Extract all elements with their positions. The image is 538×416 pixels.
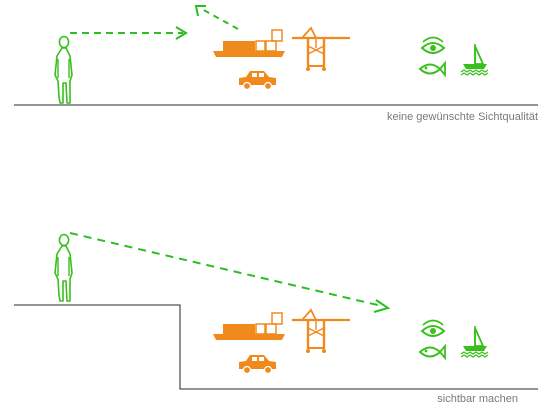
sightline-bottom bbox=[69, 232, 391, 313]
container-ship-icon bbox=[212, 29, 286, 58]
sailboat-icon bbox=[460, 43, 489, 76]
eye-icon bbox=[421, 36, 445, 54]
harbor-crane-icon bbox=[290, 308, 352, 355]
scenario-top bbox=[14, 5, 538, 106]
sailboat-icon bbox=[460, 325, 489, 358]
fish-icon bbox=[419, 62, 446, 76]
fish-icon bbox=[419, 345, 446, 359]
caption-top: keine gewünschte Sichtqualität bbox=[386, 111, 538, 123]
car-icon bbox=[238, 70, 277, 91]
car-icon bbox=[238, 354, 277, 375]
person-icon bbox=[54, 233, 73, 302]
sightline-top bbox=[70, 5, 239, 40]
harbor-crane-icon bbox=[290, 26, 352, 73]
caption-bottom: sichtbar machen bbox=[437, 393, 518, 405]
person-icon bbox=[54, 35, 73, 104]
scenario-bottom bbox=[14, 232, 538, 390]
terrain-profile-bottom bbox=[14, 304, 538, 390]
container-ship-icon bbox=[212, 312, 286, 341]
eye-icon bbox=[421, 319, 445, 337]
